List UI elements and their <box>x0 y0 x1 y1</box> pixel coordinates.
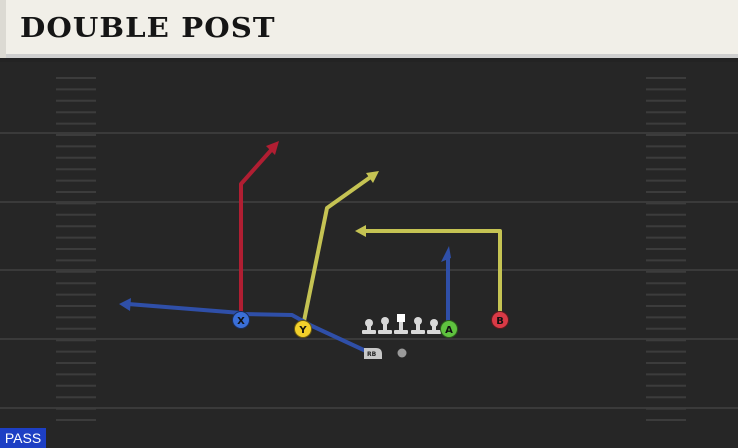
arrow-head-icon <box>441 246 451 262</box>
offensive-line <box>362 314 441 334</box>
player-rb[interactable]: RB <box>364 348 382 359</box>
play-type-badge: PASS <box>0 428 46 448</box>
lineman-icon <box>362 319 376 334</box>
play-title: DOUBLE POST <box>20 13 276 44</box>
player-x-label: X <box>237 316 245 327</box>
play-title-bar: DOUBLE POST <box>0 0 738 58</box>
title-accent <box>0 0 6 58</box>
arrow-head-icon <box>266 141 279 155</box>
player-rb-label: RB <box>367 351 377 358</box>
yard-lines <box>0 132 738 409</box>
x-post-route <box>239 146 275 320</box>
arrow-head-icon <box>366 171 379 183</box>
player-y-label: Y <box>298 325 307 336</box>
hash-marks-left <box>56 77 96 421</box>
player-y[interactable]: Y <box>294 320 312 338</box>
football-icon <box>397 348 407 358</box>
arrow-head-icon <box>119 298 131 311</box>
center-icon <box>394 314 408 334</box>
y-post-route <box>301 174 374 328</box>
play-field <box>0 62 738 448</box>
lineman-icon <box>427 319 441 334</box>
player-b-label: B <box>496 316 504 327</box>
b-in-route <box>362 229 502 320</box>
player-a-label: A <box>445 325 453 336</box>
x-flat-route <box>126 302 243 320</box>
hash-marks-right <box>646 77 686 421</box>
player-x[interactable]: X <box>232 311 250 329</box>
lineman-icon <box>378 317 392 334</box>
arrow-head-icon <box>355 225 366 237</box>
lineman-icon <box>411 317 425 334</box>
player-b[interactable]: B <box>491 311 509 329</box>
player-a[interactable]: A <box>440 320 458 338</box>
